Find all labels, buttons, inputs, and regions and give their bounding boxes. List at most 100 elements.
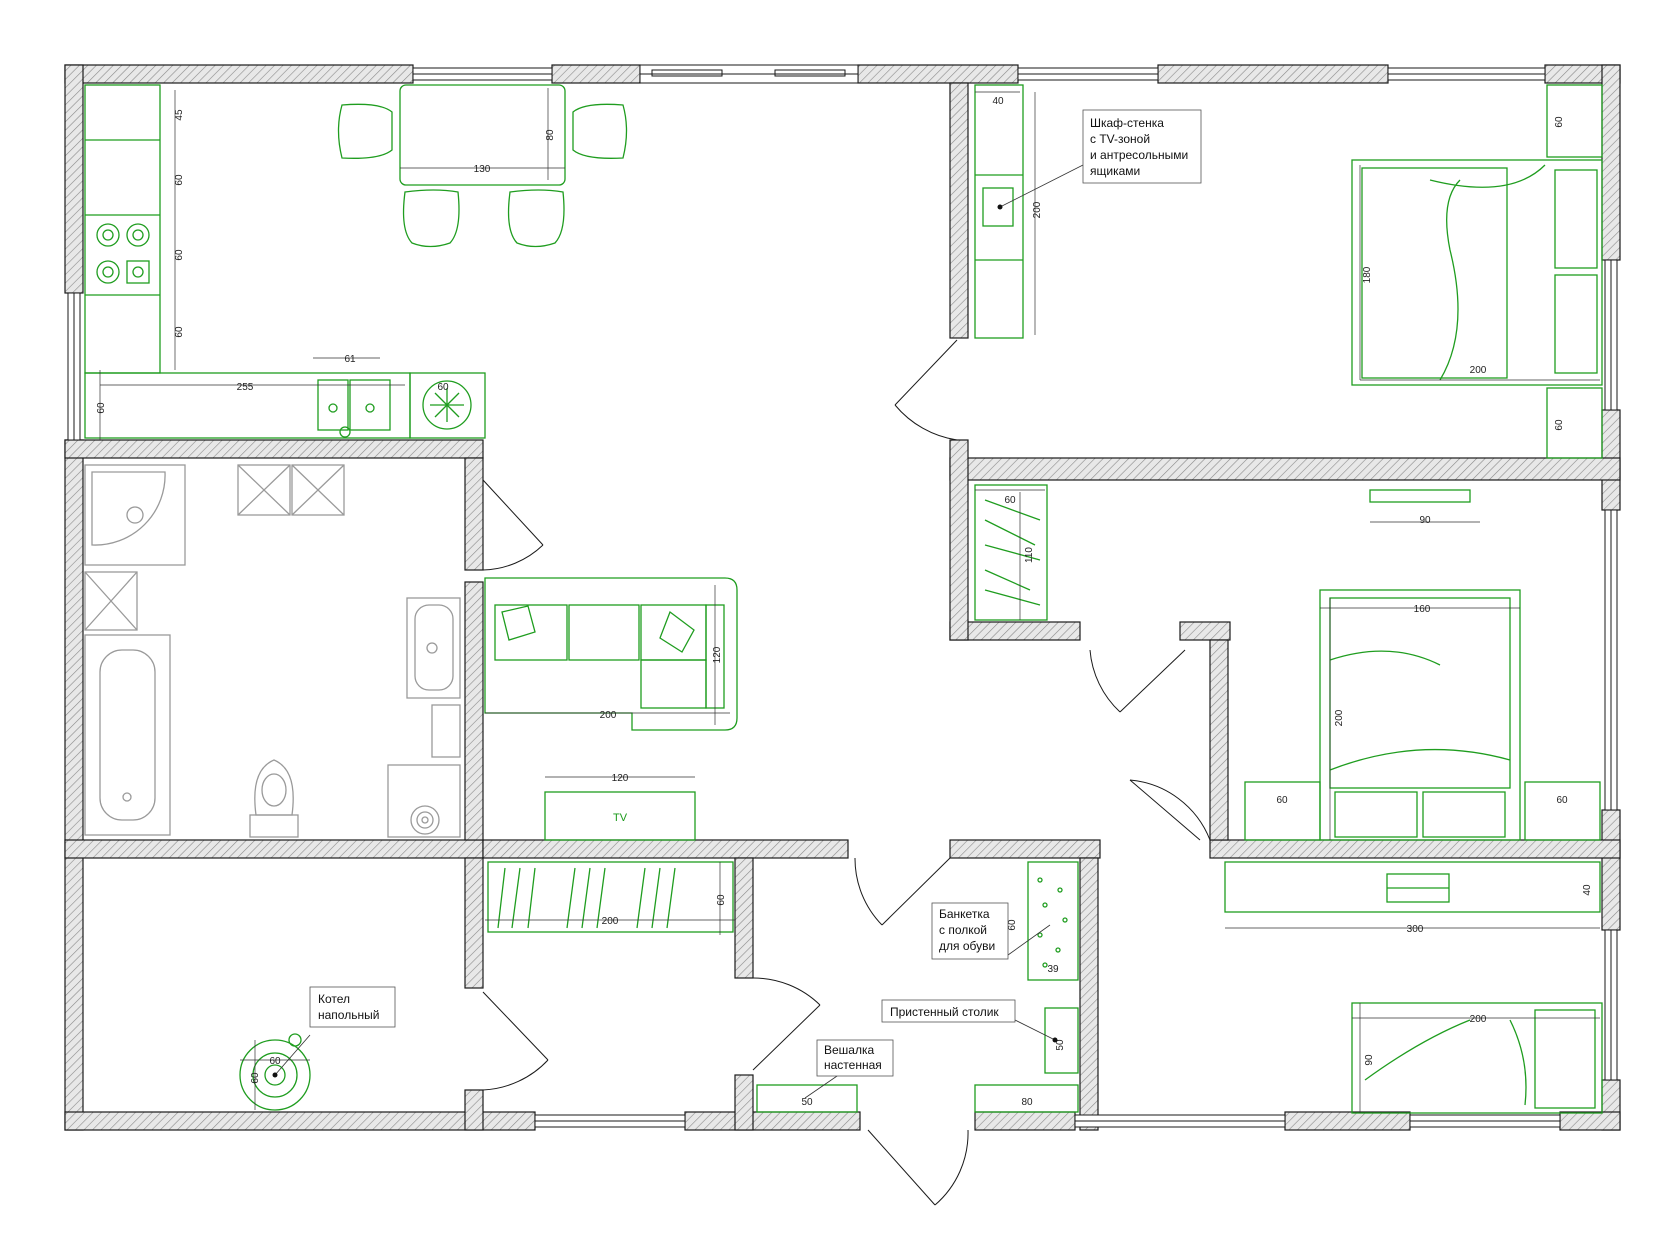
side-table-note-line: Пристенный столик: [890, 1005, 999, 1019]
fridge-snowflake-icon: [422, 380, 472, 430]
window-icon: [639, 64, 859, 84]
side-table: [1044, 1007, 1079, 1074]
dim-label: 50: [1055, 1039, 1066, 1051]
bench-note-line: для обуви: [939, 939, 995, 953]
window-icon: [1604, 259, 1618, 411]
window-icon: [1017, 67, 1159, 81]
wall-lower-div2: [464, 1089, 484, 1131]
wall-right-top: [1601, 64, 1621, 261]
window-icon: [534, 1114, 686, 1128]
dim-label: 50: [801, 1097, 813, 1108]
dim-label: 60: [174, 326, 185, 338]
sink-icon: [317, 379, 391, 438]
chair: [337, 103, 393, 159]
dim-label: 60: [1554, 116, 1565, 128]
chair: [572, 103, 628, 159]
bed-single: [1351, 1002, 1603, 1114]
bedroom-2: [974, 484, 1601, 841]
annotations: Шкаф-стенка с TV-зоной и антресольными я…: [272, 109, 1202, 1099]
side-table-note: Пристенный столик: [881, 999, 1058, 1043]
burner-icon: [96, 223, 150, 284]
fridge: [409, 372, 486, 439]
wardrobe-note-line: и антресольными: [1090, 148, 1188, 162]
sofa: [484, 577, 738, 731]
wall-store-right: [734, 857, 754, 979]
dim-label: 180: [1362, 266, 1373, 283]
bench-note: Банкетка с полкой для обуви: [931, 902, 1051, 960]
dim-label: 160: [1414, 604, 1431, 615]
nightstand: [1524, 781, 1601, 841]
dim-label: 255: [237, 382, 254, 393]
door-swing-icon: [482, 991, 549, 1091]
washing-machine-icon: [387, 764, 461, 838]
wall-top-mid: [551, 64, 641, 84]
wall-lower-div: [464, 857, 484, 989]
wall-bed2-bottom: [1209, 839, 1621, 859]
wall-kitchen-right: [949, 82, 969, 339]
wall-bottom-right2: [1559, 1111, 1621, 1131]
boiler-note-line: напольный: [318, 1008, 379, 1022]
window-icon: [1074, 1114, 1286, 1128]
dim-label: 60: [1007, 919, 1018, 931]
door-swing-icon: [1089, 649, 1186, 713]
door-swing-icon: [867, 1129, 969, 1206]
doors: [482, 339, 1211, 1206]
bedroom-3: [1224, 861, 1603, 1114]
dim-label: 61: [344, 354, 356, 365]
boiler-icon: [239, 1033, 311, 1111]
window-icon: [1604, 929, 1618, 1081]
wall-store-right2: [734, 1074, 754, 1131]
tv-stand: [544, 791, 696, 841]
nightstand: [1244, 781, 1321, 841]
wall-bath-bottom: [64, 839, 484, 859]
wall-closet-bottom2: [1179, 621, 1231, 641]
dim-label: 90: [1364, 1054, 1375, 1066]
desk: [1224, 861, 1601, 913]
chair: [402, 189, 460, 248]
wall-bottom-right: [1284, 1111, 1411, 1131]
wall-bottom-mid: [684, 1111, 861, 1131]
wall-top-right: [1157, 64, 1389, 84]
door-swing-icon: [482, 479, 544, 571]
dimension-labels: 45 60 60 60 61 255 60 60 130 80 40 200 1…: [96, 96, 1593, 1108]
toilet-icon: [249, 759, 299, 838]
wall-hanger: [974, 1084, 1079, 1113]
storage-box: [84, 571, 138, 631]
dim-label: 40: [992, 96, 1004, 107]
bed-double: [1319, 589, 1521, 841]
dim-label: 120: [612, 773, 629, 784]
dim-label: 60: [96, 402, 107, 414]
dim-label: 200: [602, 916, 619, 927]
dim-label: 110: [1024, 547, 1035, 563]
dim-label: 60: [1276, 795, 1288, 806]
dim-label: 60: [174, 174, 185, 186]
window-icon: [412, 67, 553, 81]
dim-label: 200: [1334, 709, 1345, 726]
wall-hanger: [756, 1084, 858, 1113]
wardrobe: [974, 84, 1024, 339]
dim-label: 39: [1047, 964, 1059, 975]
kitchen: [84, 84, 628, 439]
window-icon: [1604, 509, 1618, 811]
wall-top-mid2: [857, 64, 1019, 84]
cabinet: [291, 464, 345, 516]
wall-bath-right2: [464, 581, 484, 841]
dining-table: [399, 84, 566, 186]
windows: [67, 64, 1618, 1128]
cabinet: [237, 464, 291, 516]
wall-kitchen-right2: [949, 439, 969, 641]
bench-note-line: с полкой: [939, 923, 987, 937]
wardrobe-note-line: Шкаф-стенка: [1090, 116, 1164, 130]
dim-label: 90: [1419, 515, 1431, 526]
washbasin: [406, 597, 461, 699]
window-icon: [1409, 1114, 1561, 1128]
dim-label: 200: [1470, 1014, 1487, 1025]
dim-label: 40: [1582, 884, 1593, 896]
hanger-note-line: настенная: [824, 1058, 882, 1072]
dim-label: 60: [269, 1056, 281, 1067]
wall-top-left: [64, 64, 414, 84]
door-swing-icon: [752, 977, 821, 1071]
laundry-basket: [431, 704, 461, 758]
wall-bottom-mid2: [974, 1111, 1076, 1131]
wall-left-bot: [64, 439, 84, 1131]
